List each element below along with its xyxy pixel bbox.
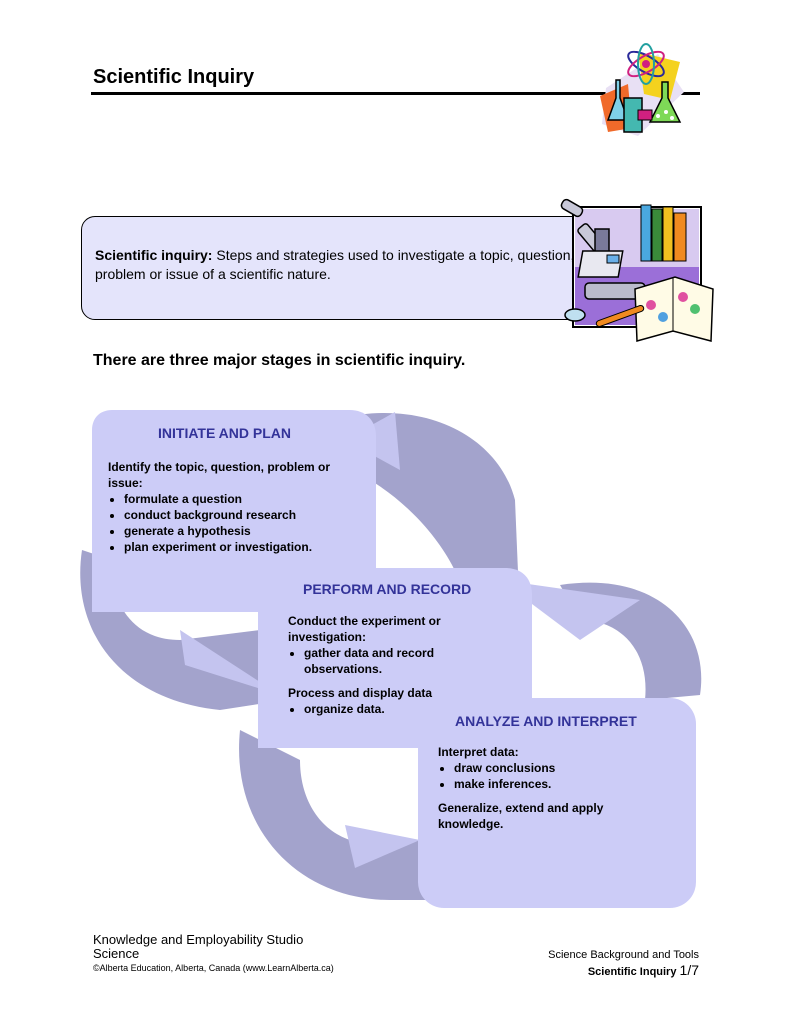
footer-section: Science Background and Tools: [548, 949, 699, 961]
stage-bullets-analyze: draw conclusions make inferences.: [438, 760, 648, 792]
definition-term: Scientific inquiry:: [95, 247, 213, 263]
definition-box: [81, 216, 601, 320]
page-title: Scientific Inquiry: [93, 66, 255, 88]
list-item: plan experiment or investigation.: [124, 539, 338, 555]
stage-intro2-perform: Process and display data: [288, 686, 433, 700]
stage-body-analyze: Interpret data: draw conclusions make in…: [438, 744, 648, 832]
stages-heading: There are three major stages in scientif…: [93, 352, 466, 369]
stage-title-perform: PERFORM AND RECORD: [303, 581, 472, 597]
cycle-arrow-right-head: [500, 580, 640, 640]
stage-body-initiate: Identify the topic, question, problem or…: [108, 459, 338, 555]
stage-bullets-initiate: formulate a question conduct background …: [108, 491, 338, 555]
footer-doc-label: Scientific Inquiry: [587, 966, 677, 978]
footer-studio: Knowledge and Employability Studio: [93, 932, 304, 947]
definition-text: Scientific inquiry: Steps and strategies…: [95, 246, 575, 284]
stage-bullets-perform: gather data and record observations.: [288, 645, 488, 677]
list-item: gather data and record observations.: [304, 645, 488, 677]
stage-title-initiate: INITIATE AND PLAN: [158, 425, 291, 441]
list-item: generate a hypothesis: [124, 523, 338, 539]
cycle-arrow-left-head: [180, 630, 280, 695]
page-number: 1/7: [679, 962, 699, 978]
chemistry-flasks-icon: [600, 43, 684, 136]
list-item: draw conclusions: [454, 760, 648, 776]
microscope-icon: [560, 198, 714, 342]
panel-analyze-bg: [418, 698, 696, 908]
footer-subject: Science: [93, 946, 140, 961]
list-item: formulate a question: [124, 491, 338, 507]
stage-intro-initiate: Identify the topic, question, problem or…: [108, 460, 331, 490]
list-item: conduct background research: [124, 507, 338, 523]
list-item: organize data.: [304, 701, 488, 717]
stage-bullets2-perform: organize data.: [288, 701, 488, 717]
cycle-arrow-bottom-head: [345, 825, 420, 868]
title-rule: [91, 92, 700, 95]
footer-left: Knowledge and Employability Studio Scien…: [93, 933, 303, 961]
list-item: make inferences.: [454, 776, 648, 792]
stage-outro-analyze: Generalize, extend and apply knowledge.: [438, 801, 604, 831]
footer-right: Science Background and Tools Scientific …: [548, 948, 699, 980]
footer-copyright: ©Alberta Education, Alberta, Canada (www…: [93, 963, 334, 973]
inquiry-cycle-diagram: [80, 410, 702, 908]
cycle-arrow-bottom: [239, 730, 430, 900]
stage-title-analyze: ANALYZE AND INTERPRET: [455, 713, 637, 729]
stage-body-perform: Conduct the experiment or investigation:…: [288, 613, 488, 717]
definition-body: Steps and strategies used to investigate…: [95, 247, 575, 282]
stage-intro-analyze: Interpret data:: [438, 745, 519, 759]
stage-intro-perform: Conduct the experiment or investigation:: [288, 614, 441, 644]
